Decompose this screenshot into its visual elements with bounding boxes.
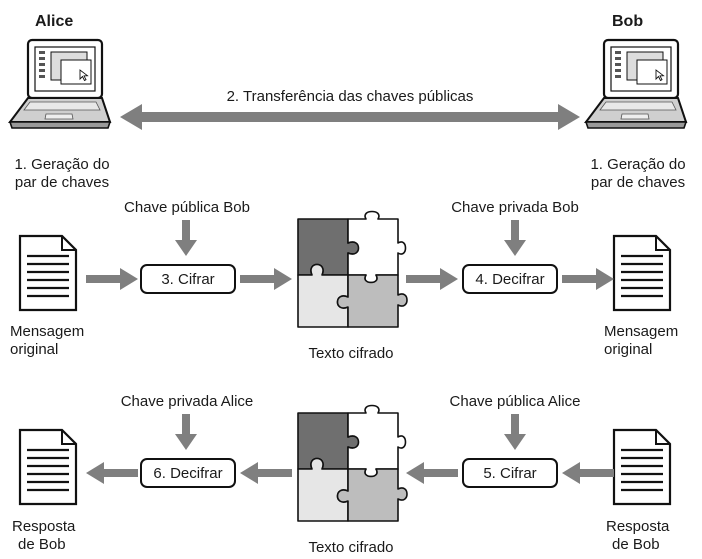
row2-cipher-label: Texto cifrado [308, 539, 394, 556]
row2-arrow-1-icon [86, 462, 138, 484]
row1-arrow-2-icon [240, 268, 292, 290]
bob-name: Bob [612, 13, 644, 30]
row1-key-right-arrow-icon [504, 220, 526, 256]
row1-cipher-puzzle-icon [297, 210, 408, 328]
row1-key-right-label: Chave privada Bob [451, 199, 579, 216]
row1-doc-right-document-icon [612, 234, 672, 312]
row1-doc-right-label-1: Mensagem [604, 323, 679, 340]
bob-laptop-icon [584, 38, 688, 129]
row2-doc-right-document-icon [612, 428, 672, 506]
row1-decrypt-step: 4. Decifrar [462, 264, 558, 294]
row1-arrow-1-icon [86, 268, 138, 290]
row1-cipher-label: Texto cifrado [308, 345, 394, 362]
row1-doc-left-document-icon [18, 234, 78, 312]
row2-key-right-label: Chave pública Alice [449, 393, 581, 410]
row2-doc-right-label-1: Resposta [606, 518, 670, 535]
row2-encrypt-step: 5. Cifrar [462, 458, 558, 488]
row1-key-left-arrow-icon [175, 220, 197, 256]
alice-keygen-label-1: 1. Geração do [14, 156, 110, 173]
row2-doc-left-label-1: Resposta [12, 518, 76, 535]
row1-arrow-4-icon [562, 268, 614, 290]
row1-encrypt-step: 3. Cifrar [140, 264, 236, 294]
row1-doc-left-label-1: Mensagem [10, 323, 85, 340]
row1-key-left-label: Chave pública Bob [124, 199, 250, 216]
row1-doc-left-label-2: original [10, 341, 59, 358]
bob-keygen-label-2: par de chaves [590, 174, 686, 191]
row2-arrow-2-icon [240, 462, 292, 484]
row2-cipher-puzzle-icon [297, 404, 408, 522]
row1-arrow-3-icon [406, 268, 458, 290]
key-exchange-label: 2. Transferência das chaves públicas [226, 88, 474, 105]
row2-key-right-arrow-icon [504, 414, 526, 450]
bob-keygen-label-1: 1. Geração do [590, 156, 686, 173]
row2-key-left-arrow-icon [175, 414, 197, 450]
row2-key-left-label: Chave privada Alice [120, 393, 254, 410]
alice-keygen-label-2: par de chaves [14, 174, 110, 191]
row2-arrow-4-icon [562, 462, 614, 484]
row2-decrypt-step: 6. Decifrar [140, 458, 236, 488]
row2-doc-left-label-2: de Bob [18, 536, 66, 553]
row2-doc-left-document-icon [18, 428, 78, 506]
key-exchange-arrow-icon [120, 104, 580, 130]
row2-doc-right-label-2: de Bob [612, 536, 660, 553]
alice-name: Alice [35, 13, 74, 30]
alice-laptop-icon [8, 38, 112, 129]
row1-doc-right-label-2: original [604, 341, 653, 358]
row2-arrow-3-icon [406, 462, 458, 484]
